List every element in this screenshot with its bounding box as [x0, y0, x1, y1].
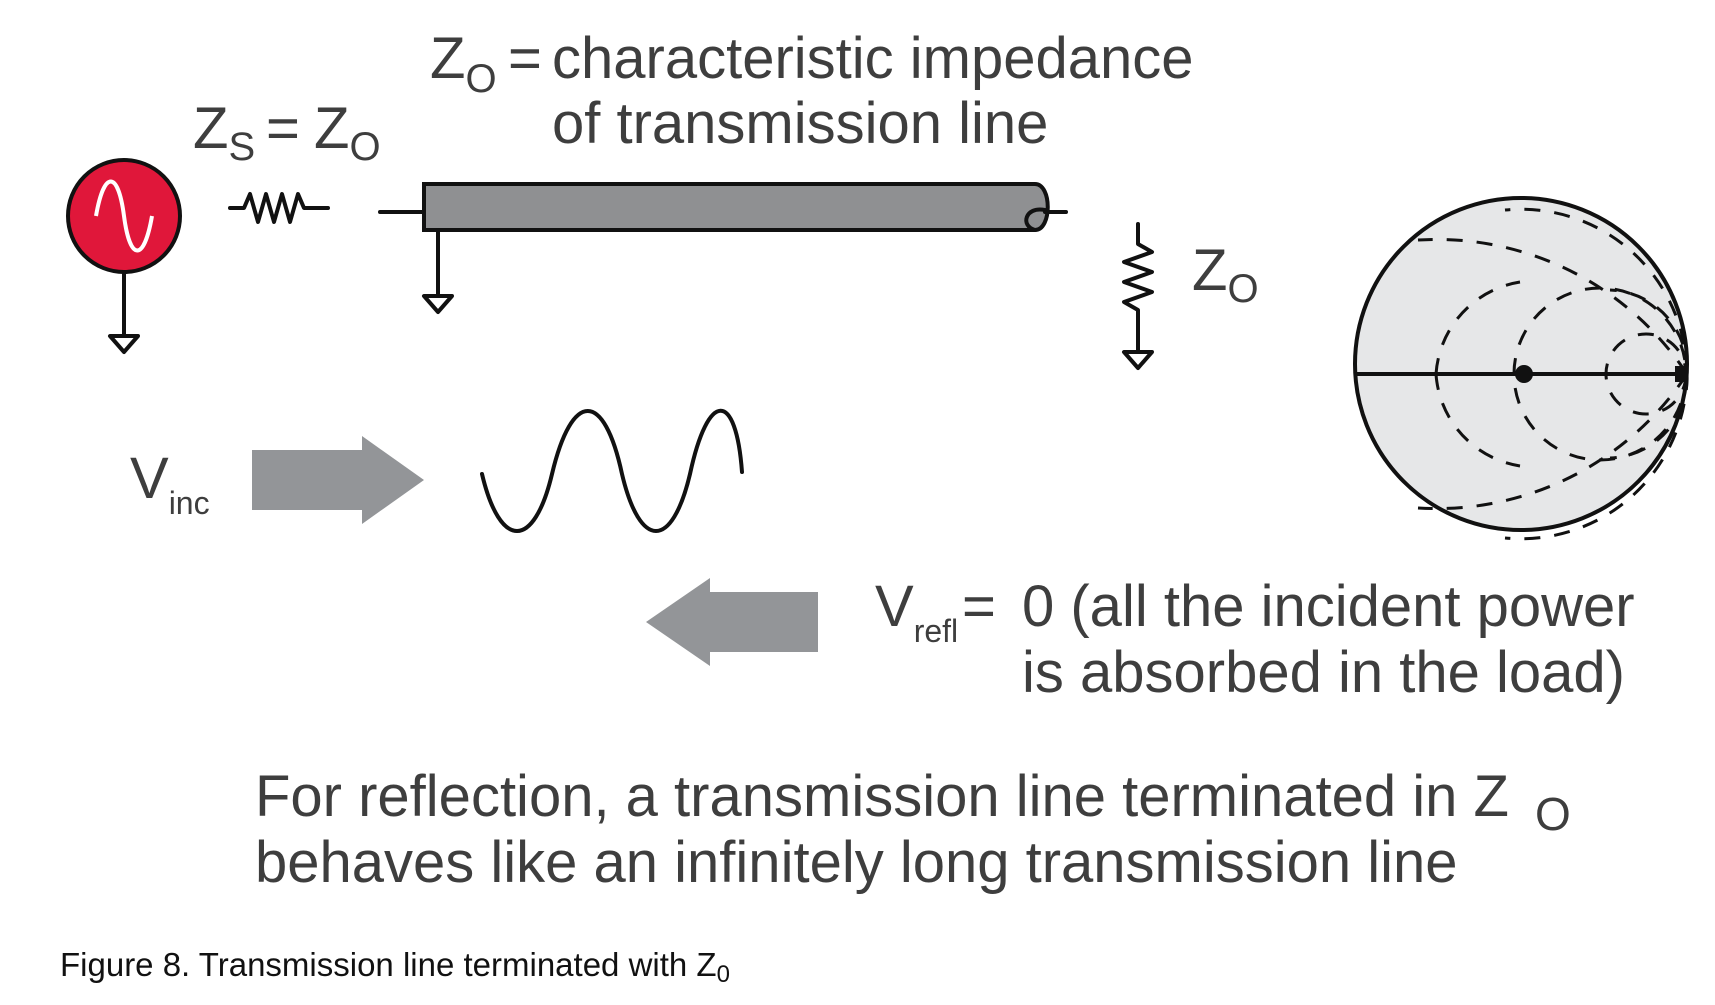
load-resistor-icon	[1122, 222, 1154, 354]
summary-line2: behaves like an infinitely long transmis…	[255, 830, 1458, 895]
ac-source-icon	[66, 158, 182, 274]
z0-equals: =	[508, 26, 542, 91]
vrefl-text-line1: 0 (all the incident power	[1022, 574, 1635, 639]
arrow-left-icon	[646, 578, 818, 666]
z0-definition-line1: characteristic impedance	[552, 26, 1194, 91]
arrow-right-icon	[252, 436, 424, 524]
z0-symbol: ZO	[430, 26, 497, 101]
ground-icon	[422, 228, 454, 314]
figure-caption: Figure 8. Transmission line terminated w…	[60, 946, 730, 988]
zs-equals: =	[266, 96, 300, 161]
z0-definition-line2: of transmission line	[552, 91, 1048, 156]
load-z-label: ZO	[1192, 238, 1259, 311]
coax-cable-icon	[378, 182, 1068, 232]
sine-wave-icon	[480, 408, 744, 533]
zs-rhs: ZO	[314, 96, 381, 169]
summary-line1: For reflection, a transmission line term…	[255, 764, 1571, 840]
ground-icon	[1122, 350, 1154, 370]
zs-symbol: ZS	[193, 96, 255, 169]
resistor-icon	[228, 192, 330, 224]
ground-icon	[108, 270, 140, 354]
smith-chart-icon	[1353, 196, 1689, 541]
vrefl-text-line2: is absorbed in the load)	[1022, 640, 1625, 705]
vrefl-equals: =	[962, 574, 996, 639]
vinc-label: Vinc	[130, 446, 210, 521]
vrefl-label: Vrefl	[875, 574, 958, 649]
